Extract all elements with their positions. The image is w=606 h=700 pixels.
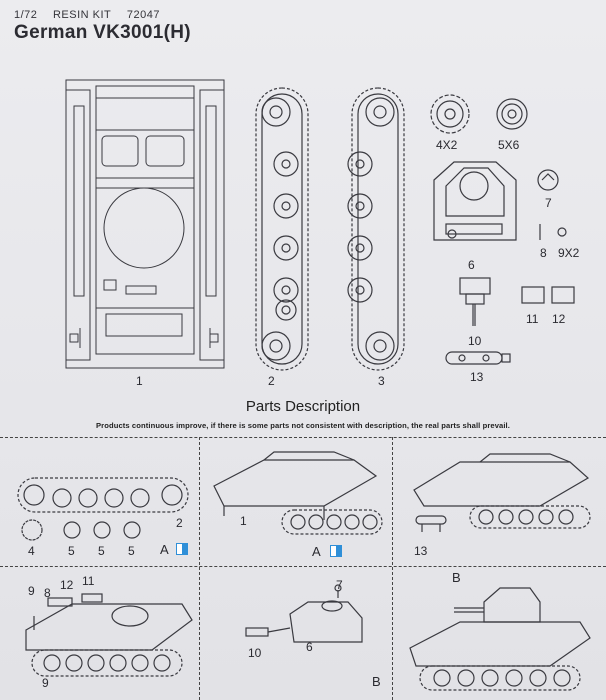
exhaust-drawing [445, 351, 511, 365]
step1-label-4: 4 [28, 544, 35, 558]
cupola-drawing [537, 169, 559, 191]
step4-drawing [25, 593, 193, 677]
parts-description-title: Parts Description [245, 398, 361, 415]
kit-title: German VK3001(H) [14, 22, 191, 43]
plates-drawing [521, 286, 575, 304]
step4-label-9a: 9 [28, 584, 35, 598]
step5-label-6: 6 [306, 640, 313, 654]
divider-left [199, 437, 200, 700]
kit-number-text: 72047 [126, 9, 160, 21]
step1-label-5a: 5 [68, 544, 75, 558]
step1-label-5c: 5 [128, 544, 135, 558]
gun-label: 10 [468, 334, 482, 348]
step1-label-2: 2 [176, 516, 183, 530]
plate-a-label: 11 [526, 312, 539, 326]
divider-top [0, 437, 606, 438]
hull-drawing [65, 79, 225, 369]
step4-label-11: 11 [82, 574, 95, 588]
turret-drawing [433, 161, 517, 241]
hull-label: 1 [136, 374, 143, 388]
exhaust-label: 13 [470, 370, 484, 384]
divider-middle [0, 566, 606, 567]
step1-marker: A [160, 542, 169, 557]
track-right-label: 3 [378, 374, 385, 388]
divider-right [392, 437, 393, 700]
sprocket-drawing [430, 94, 470, 134]
step5-drawing [245, 584, 363, 643]
bolt-label: 9X2 [558, 246, 580, 260]
step2-badge-icon [330, 545, 342, 557]
plate-b-label: 12 [552, 312, 566, 326]
step4-label-9b: 9 [42, 676, 49, 690]
step1-label-5b: 5 [98, 544, 105, 558]
track-left-label: 2 [268, 374, 275, 388]
step3-drawing [413, 453, 591, 532]
kit-info: 1/72 RESIN KIT 72047 [14, 9, 172, 21]
small-parts-drawing [539, 224, 567, 240]
sprocket-label: 4X2 [436, 138, 458, 152]
scale-text: 1/72 [14, 9, 38, 21]
antenna-label: 8 [540, 246, 547, 260]
step6-drawing [409, 587, 591, 691]
roadwheel-label: 5X6 [498, 138, 520, 152]
turret-label: 6 [468, 258, 475, 272]
step4-label-8: 8 [44, 586, 51, 600]
step6-marker: B [452, 570, 461, 585]
step2-drawing [213, 451, 383, 535]
gun-drawing [459, 277, 491, 326]
step4-label-12: 12 [60, 578, 74, 592]
track-right-drawing [347, 87, 405, 371]
disclaimer-text: Products continuous improve, if there is… [96, 421, 510, 430]
step5-marker: B [372, 674, 381, 689]
step3-label-13: 13 [414, 544, 428, 558]
track-left-drawing [255, 87, 309, 371]
step1-badge-icon [176, 543, 188, 555]
step1-drawing [17, 477, 189, 541]
step2-marker: A [312, 544, 321, 559]
kit-type-text: RESIN KIT [52, 9, 112, 21]
roadwheel-drawing [496, 98, 528, 130]
step2-label-1: 1 [240, 514, 247, 528]
cupola-label: 7 [545, 196, 552, 210]
step5-label-7: 7 [336, 578, 343, 592]
step5-label-10: 10 [248, 646, 262, 660]
